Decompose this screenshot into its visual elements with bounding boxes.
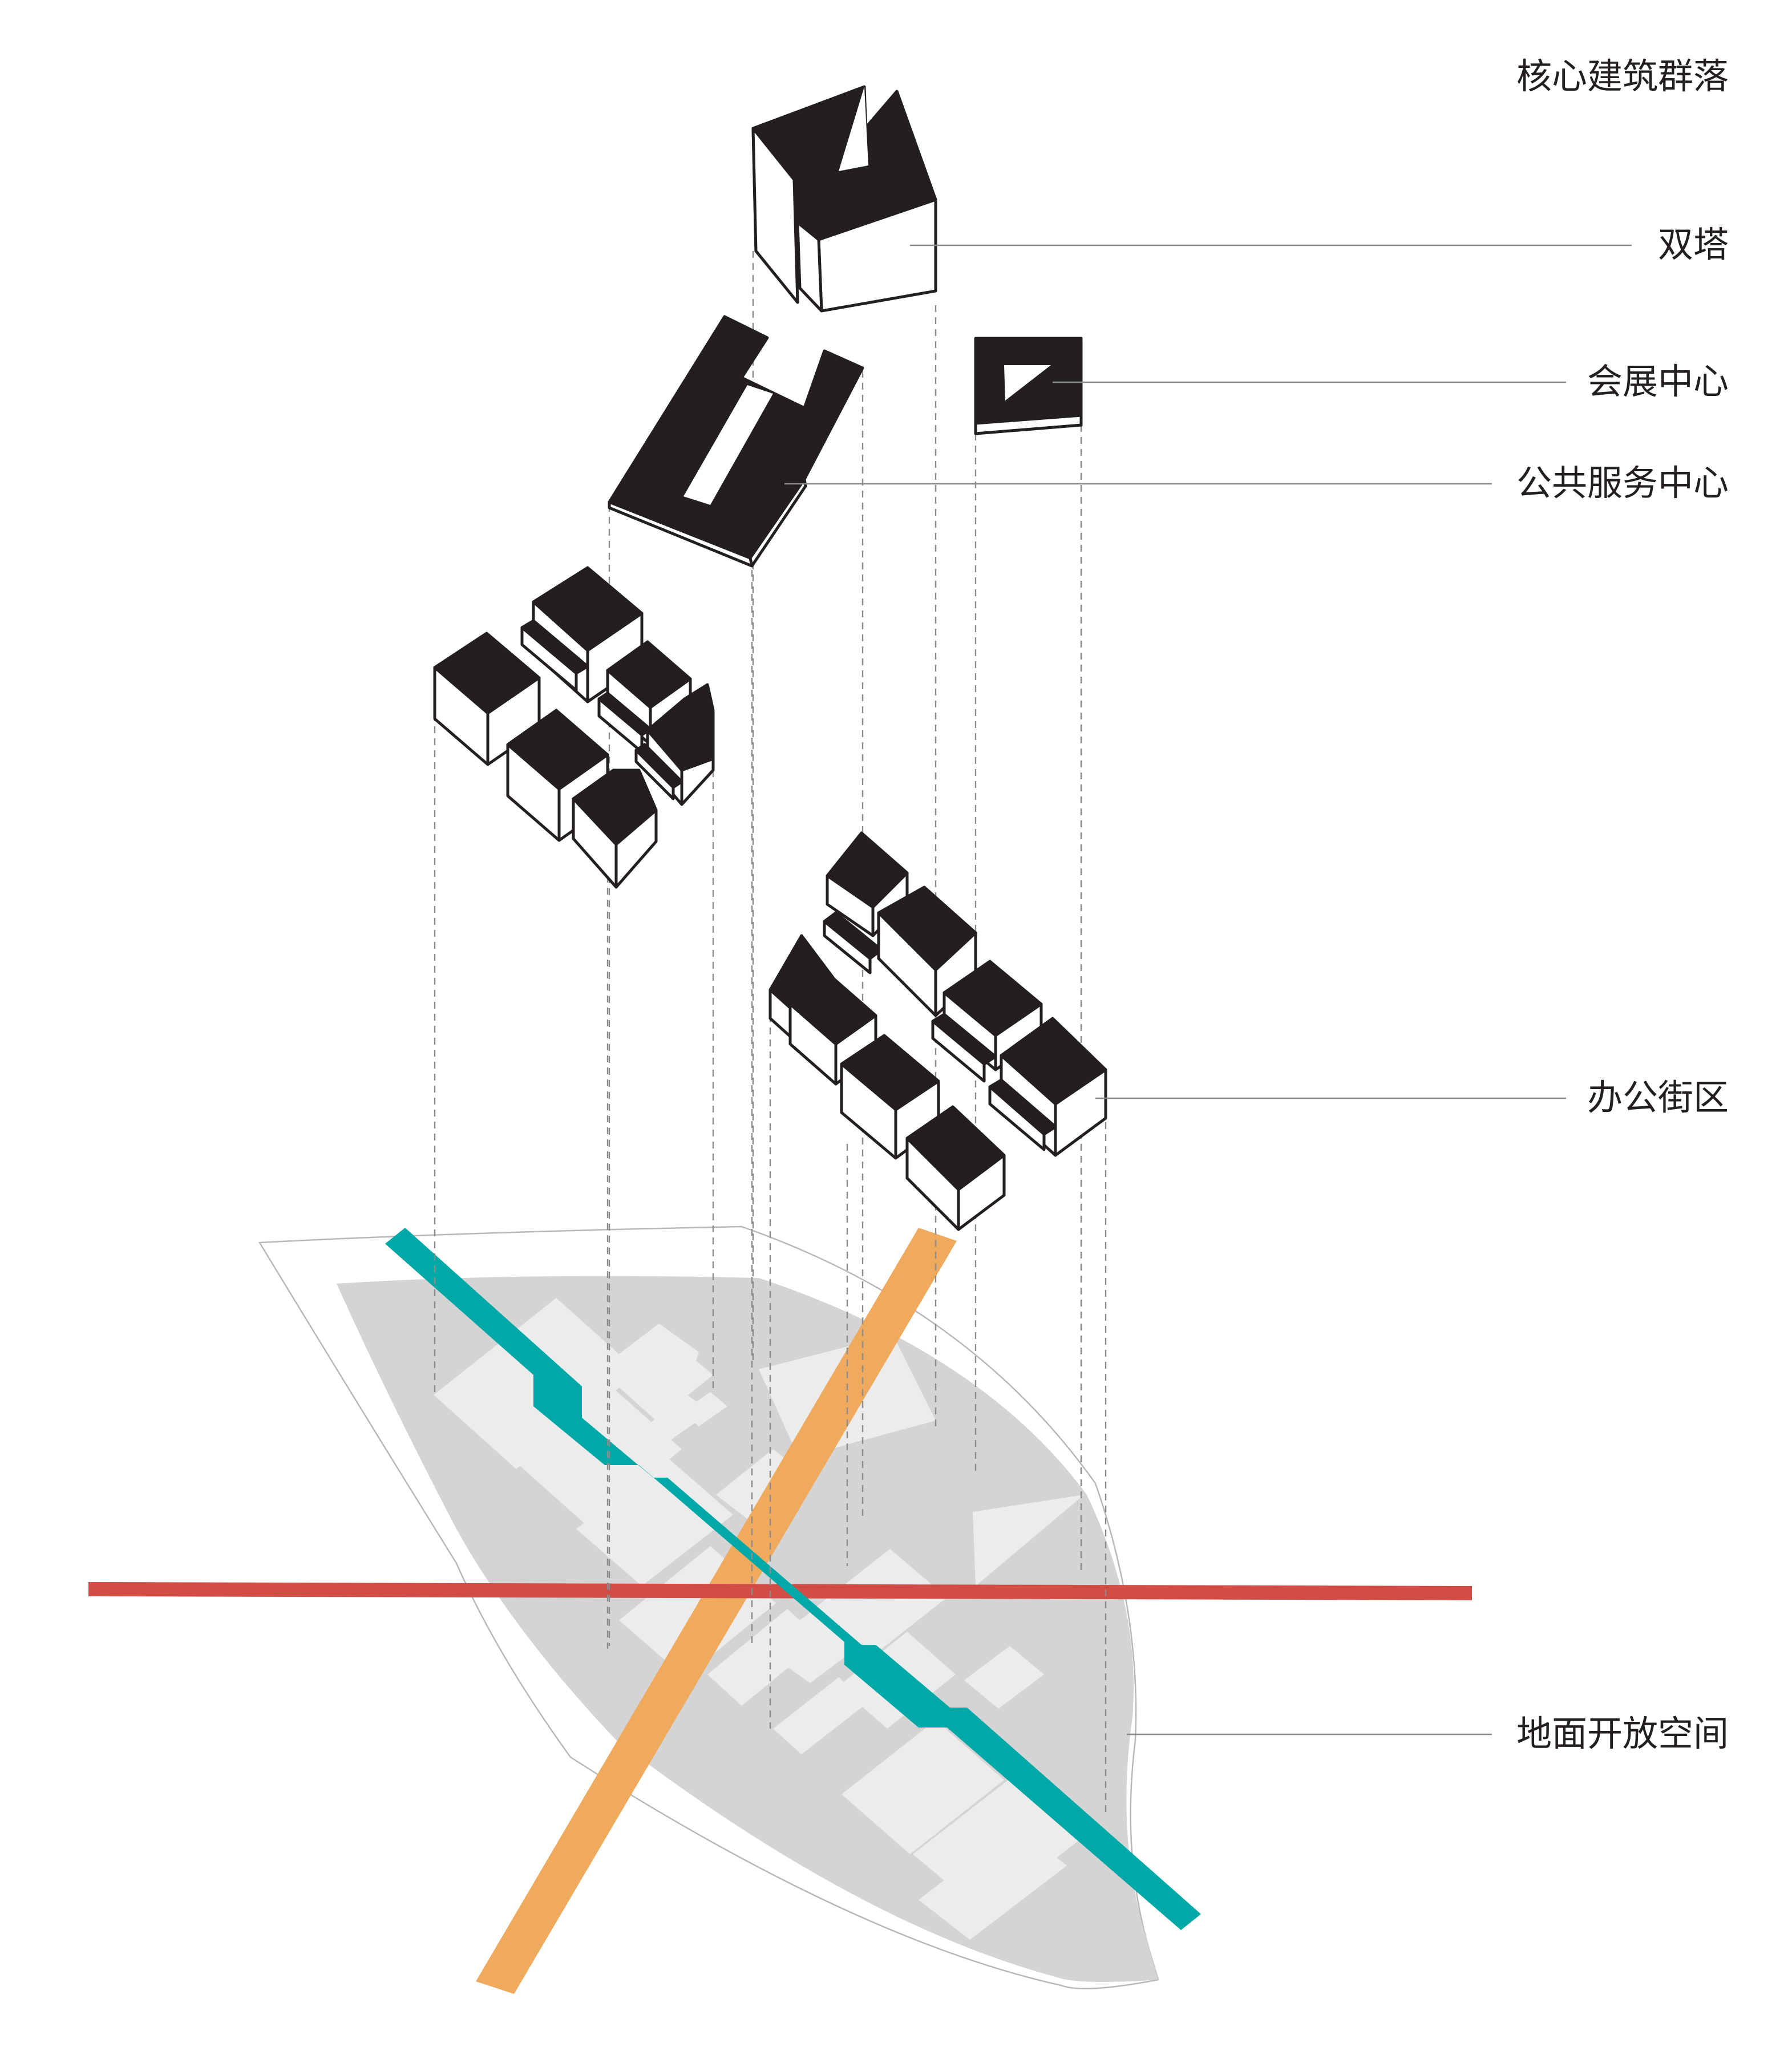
diagram-title: 核心建筑群落 <box>1516 57 1729 96</box>
footprint <box>919 1826 1067 1940</box>
footprint <box>964 1646 1044 1709</box>
footprint <box>576 1458 733 1586</box>
orange-axis <box>476 1228 957 1994</box>
footprint <box>682 1392 727 1426</box>
leader-lines <box>784 244 1632 1736</box>
teal-axis <box>385 1228 1201 1930</box>
ground-open-space-layer <box>88 1225 1472 1994</box>
footprint <box>842 1720 1004 1854</box>
east-building-cluster <box>768 831 1107 1231</box>
footprint <box>973 1495 1084 1586</box>
label-exhibition-center: 会展中心 <box>1587 362 1729 402</box>
red-axis <box>88 1582 1472 1600</box>
public-service-center <box>608 315 864 568</box>
projection-lines <box>434 251 1107 1814</box>
west-building-cluster <box>433 566 715 889</box>
label-twin-towers: 双塔 <box>1658 225 1729 265</box>
exhibition-center <box>974 337 1083 435</box>
twin-towers <box>751 85 937 313</box>
label-ground-open-space: 地面开放空间 <box>1516 1714 1729 1754</box>
footprint <box>773 1677 867 1754</box>
label-office-district: 办公街区 <box>1587 1078 1729 1118</box>
label-public-service-center: 公共服务中心 <box>1516 464 1729 503</box>
footprint <box>599 1324 713 1421</box>
